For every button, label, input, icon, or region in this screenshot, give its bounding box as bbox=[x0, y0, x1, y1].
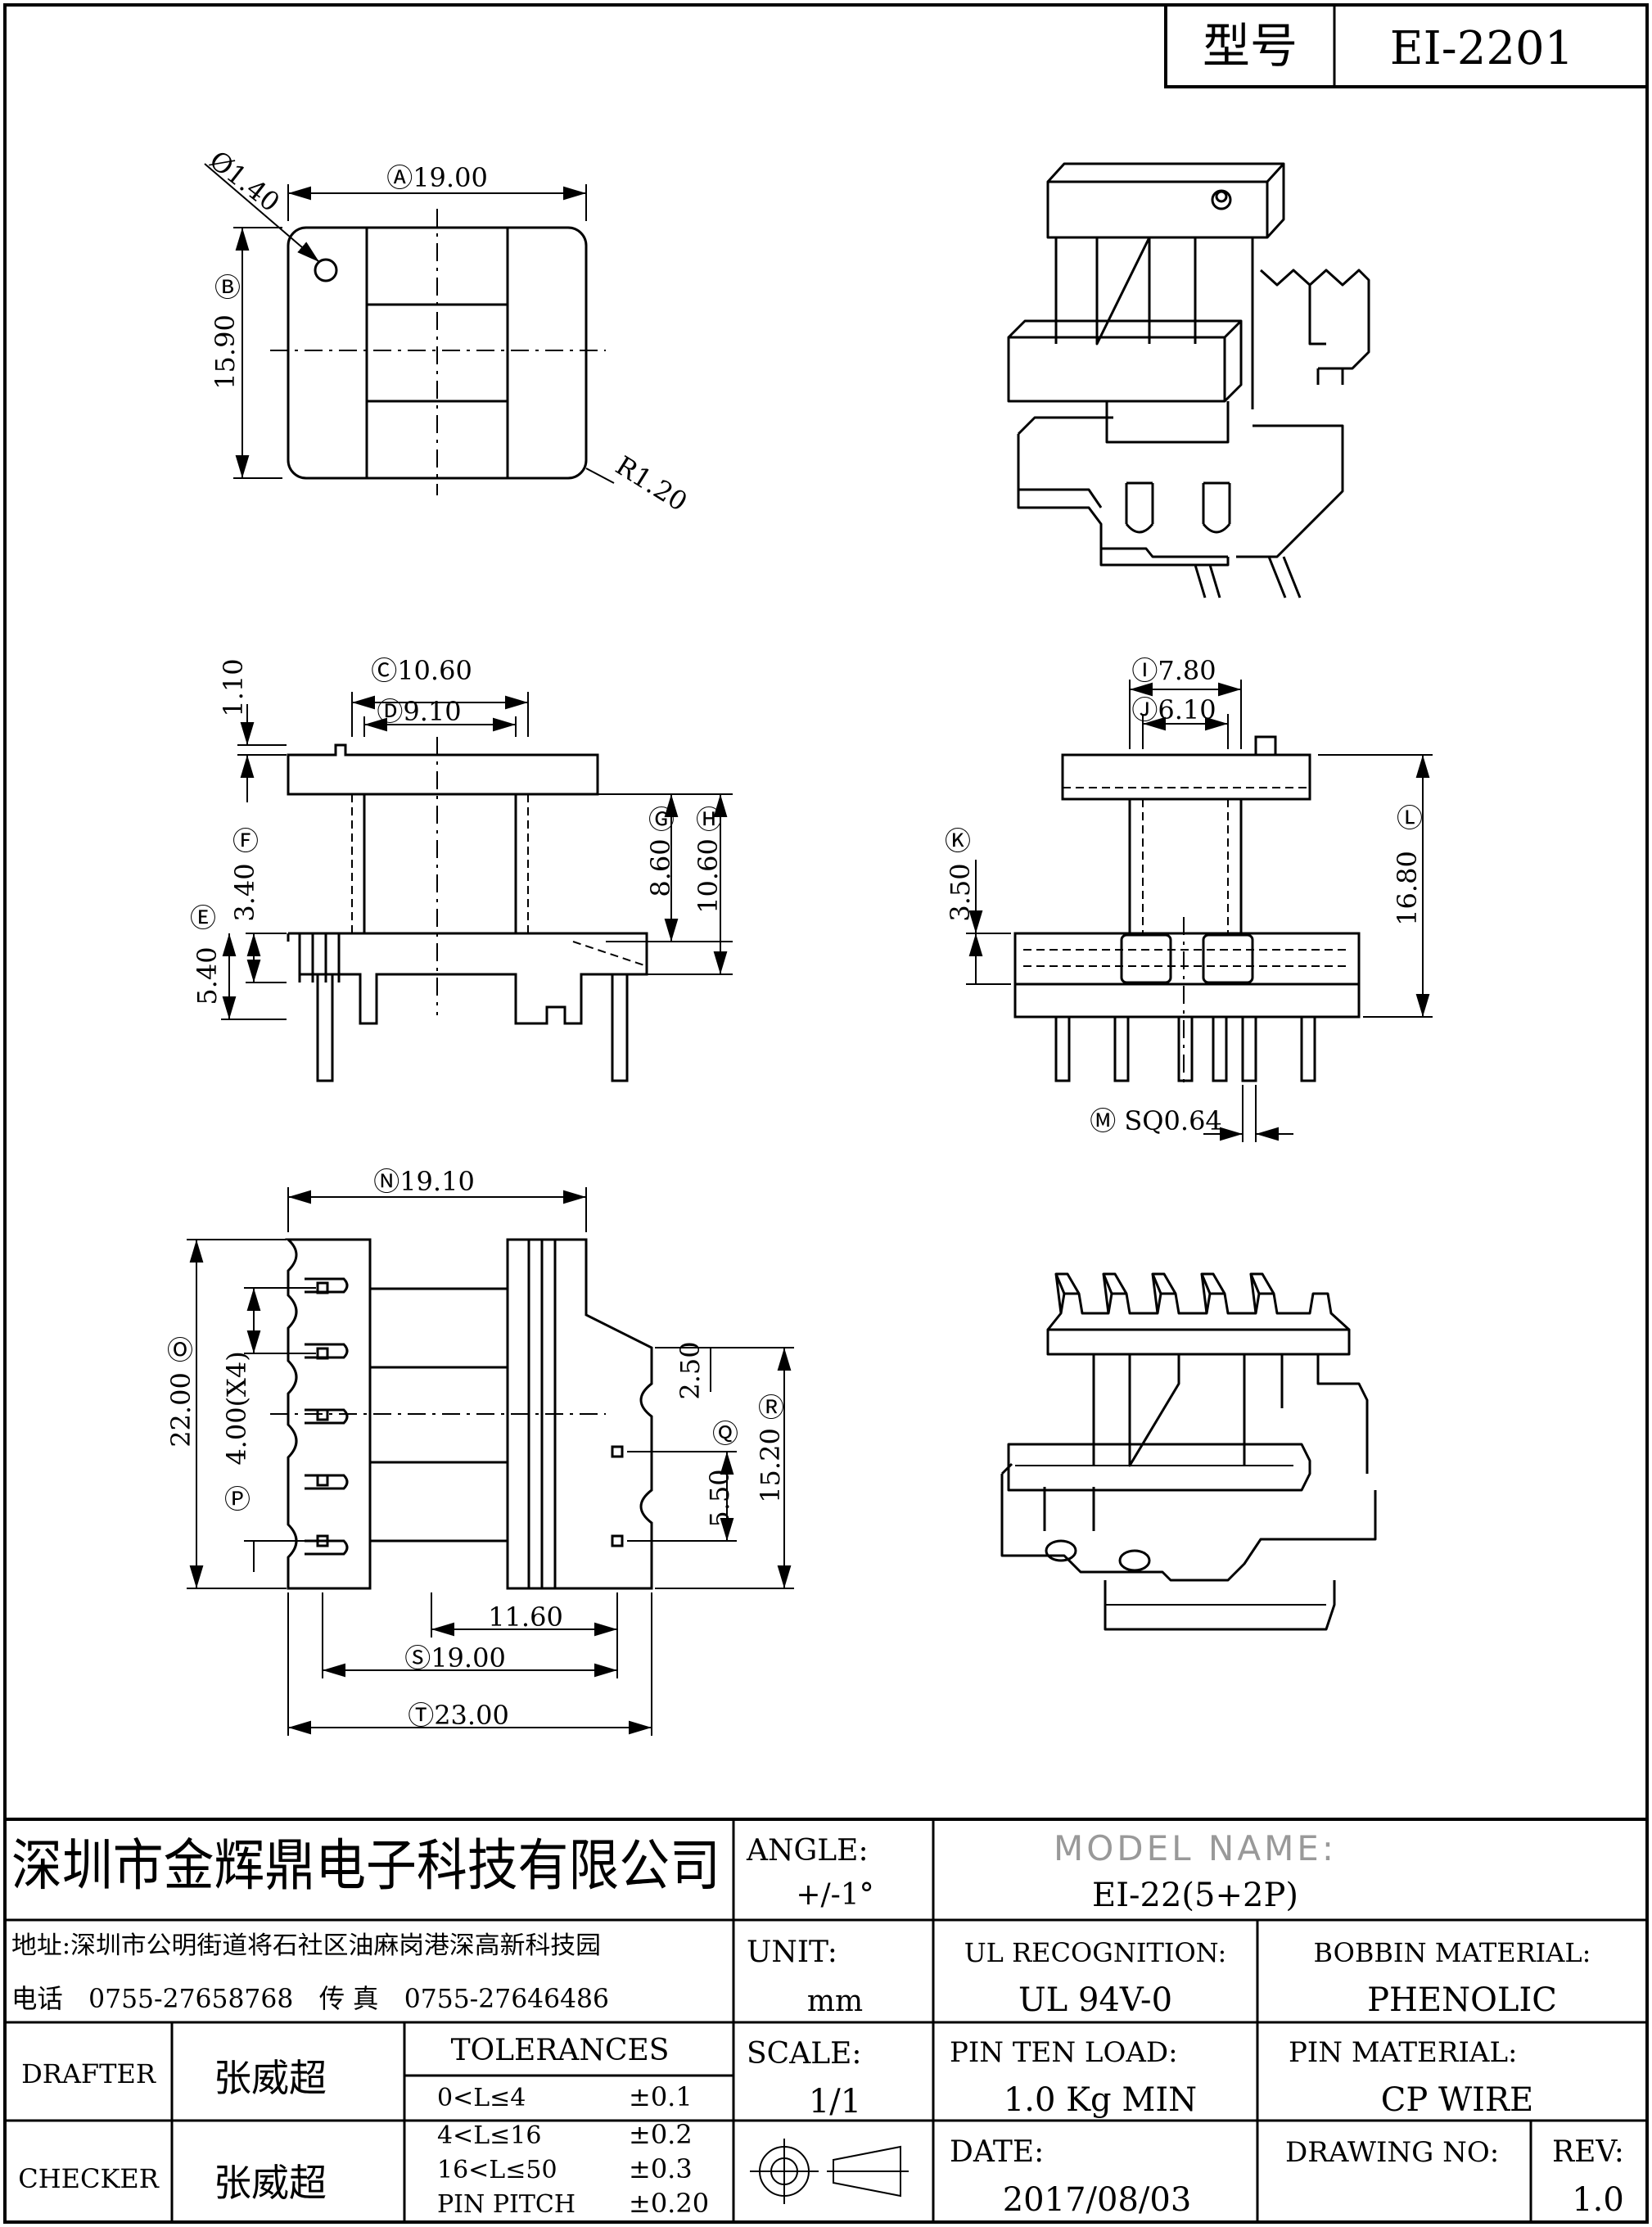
title-block bbox=[5, 1818, 1647, 2222]
scale-label: SCALE: bbox=[747, 2037, 862, 2071]
checker-name: 张威超 bbox=[214, 2161, 327, 2205]
dim-b-value: 15.90 bbox=[210, 314, 241, 390]
dim-e-value: 5.40 bbox=[192, 946, 223, 1005]
dim-l: Ⓛ bbox=[1397, 802, 1423, 833]
company-name: 深圳市金辉鼎电子科技有限公司 bbox=[11, 1834, 720, 1899]
tol-range-2: 16<L≤50 bbox=[437, 2156, 557, 2184]
outer-frame bbox=[3, 3, 1649, 2224]
bobbin-value: PHENOLIC bbox=[1367, 1981, 1557, 2019]
dim-d: Ⓓ9.10 bbox=[377, 696, 461, 727]
dim-b: Ⓑ bbox=[214, 272, 241, 303]
dim-q: Ⓠ bbox=[712, 1418, 738, 1449]
top-view bbox=[204, 163, 615, 495]
dim-top: 1.10 bbox=[218, 658, 249, 716]
pin-load-label: PIN TEN LOAD: bbox=[950, 2036, 1178, 2069]
dim-h-value: 10.60 bbox=[693, 838, 724, 914]
dim-f: Ⓕ bbox=[232, 825, 259, 856]
company-phone: 电话 0755-27658768 传 真 0755-27646486 bbox=[11, 1983, 609, 2014]
tolerances-label: TOLERANCES bbox=[451, 2034, 670, 2067]
hole-dim: Ø1.40 bbox=[204, 144, 286, 218]
unit-value: mm bbox=[807, 1985, 863, 2018]
dim-q-value: 5.50 bbox=[704, 1469, 735, 1527]
angle-label: ANGLE: bbox=[746, 1834, 869, 1868]
angle-value: +/-1° bbox=[796, 1878, 873, 1912]
bobbin-label: BOBBIN MATERIAL: bbox=[1314, 1937, 1591, 1968]
pin-material-label: PIN MATERIAL: bbox=[1289, 2036, 1518, 2069]
pin-material-value: CP WIRE bbox=[1381, 2081, 1533, 2119]
tol-value-3: ±0.20 bbox=[629, 2188, 709, 2219]
isometric-view-bottom bbox=[1000, 1272, 1377, 1631]
ul-value: UL 94V-0 bbox=[1018, 1981, 1172, 2019]
dim-k: Ⓚ bbox=[945, 825, 971, 856]
projection-symbol bbox=[750, 2139, 909, 2204]
dim-r-value: 15.20 bbox=[755, 1428, 786, 1503]
model-value: EI-2201 bbox=[1390, 22, 1573, 75]
bottom-view bbox=[187, 1187, 794, 1736]
dim-a: Ⓐ19.00 bbox=[386, 162, 488, 193]
radius-dim: R1.20 bbox=[610, 449, 693, 517]
unit-label: UNIT: bbox=[747, 1936, 837, 1969]
company-address: 地址:深圳市公明街道将石社区油麻岗港深高新科技园 bbox=[11, 1931, 601, 1960]
checker-label: CHECKER bbox=[18, 2163, 160, 2194]
drafter-name: 张威超 bbox=[214, 2056, 327, 2100]
side-view bbox=[966, 680, 1433, 1142]
dim-g: Ⓖ bbox=[648, 804, 675, 835]
tol-range-3: PIN PITCH bbox=[437, 2190, 575, 2219]
tol-value-1: ±0.2 bbox=[629, 2119, 693, 2150]
dim-j: Ⓙ6.10 bbox=[1131, 694, 1216, 725]
model-name-value: EI-22(5+2P) bbox=[1092, 1877, 1298, 1914]
dim-h: Ⓗ bbox=[696, 804, 722, 835]
header-box: 型号 EI-2201 bbox=[1164, 3, 1649, 88]
model-label: 型号 bbox=[1203, 18, 1298, 74]
dim-l-value: 16.80 bbox=[1392, 851, 1423, 926]
dim-t: Ⓣ23.00 bbox=[408, 1700, 509, 1731]
dim-n: Ⓝ19.10 bbox=[373, 1166, 475, 1197]
model-name-label: MODEL NAME: bbox=[1054, 1828, 1337, 1868]
tol-range-1: 4<L≤16 bbox=[437, 2121, 541, 2150]
dim-c: Ⓒ10.60 bbox=[371, 655, 472, 686]
dim-o-value: 22.00 bbox=[165, 1372, 196, 1448]
ul-label: UL RECOGNITION: bbox=[964, 1937, 1227, 1968]
tol-value-2: ±0.3 bbox=[629, 2153, 693, 2184]
dim-p: Ⓟ bbox=[224, 1484, 251, 1515]
pin-load-value: 1.0 Kg MIN bbox=[1004, 2081, 1197, 2119]
rev-label: REV: bbox=[1552, 2135, 1624, 2169]
dim-f-value: 3.40 bbox=[229, 863, 260, 921]
dim-p-value: 4.00(X4) bbox=[221, 1351, 252, 1465]
scale-value: 1/1 bbox=[809, 2083, 861, 2121]
rev-value: 1.0 bbox=[1572, 2181, 1624, 2219]
front-view bbox=[221, 692, 733, 1082]
tol-value-0: ±0.1 bbox=[629, 2081, 693, 2112]
title-block-text: 深圳市金辉鼎电子科技有限公司 地址:深圳市公明街道将石社区油麻岗港深高新科技园 … bbox=[11, 1828, 1624, 2219]
dim-g-value: 8.60 bbox=[645, 838, 676, 897]
drawing-no-label: DRAWING NO: bbox=[1285, 2136, 1499, 2169]
dim-e: Ⓔ bbox=[190, 902, 216, 933]
dim-250: 2.50 bbox=[675, 1341, 706, 1399]
date-label: DATE: bbox=[950, 2135, 1044, 2169]
dim-i: Ⓘ7.80 bbox=[1131, 655, 1216, 686]
drafter-label: DRAFTER bbox=[21, 2058, 156, 2089]
date-value: 2017/08/03 bbox=[1003, 2181, 1192, 2219]
dim-1160: 11.60 bbox=[488, 1601, 563, 1633]
dim-k-value: 3.50 bbox=[945, 863, 976, 921]
dim-r: Ⓡ bbox=[758, 1392, 784, 1423]
dim-s: Ⓢ19.00 bbox=[404, 1642, 506, 1674]
dim-o: Ⓞ bbox=[167, 1335, 193, 1366]
dim-m: Ⓜ SQ0.64 bbox=[1090, 1105, 1222, 1136]
isometric-view-top bbox=[1007, 162, 1370, 599]
tol-range-0: 0<L≤4 bbox=[437, 2084, 526, 2112]
